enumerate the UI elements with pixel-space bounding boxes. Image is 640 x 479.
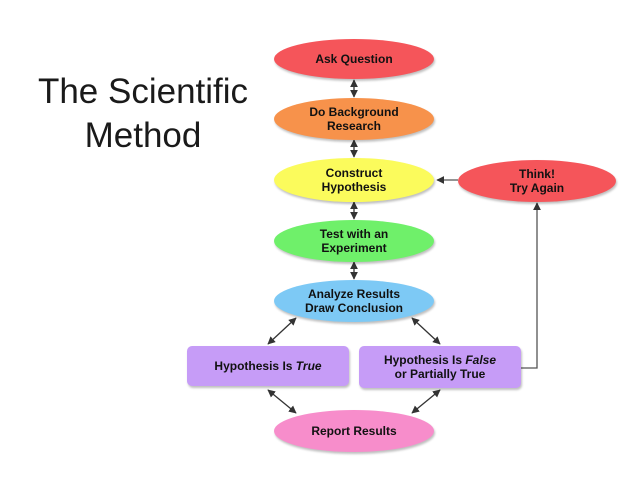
node-report-results: Report Results <box>274 410 434 452</box>
diagram-title: The Scientific Method <box>37 72 249 155</box>
arrow-analyze-to-true <box>267 317 297 345</box>
label-emphasis: True <box>295 359 322 373</box>
node-construct-hypothesis: Construct Hypothesis <box>274 158 434 202</box>
node-label: Think! Try Again <box>509 167 565 195</box>
node-ask-question: Ask Question <box>274 39 434 79</box>
node-analyze-results: Analyze Results Draw Conclusion <box>274 280 434 322</box>
node-label: Analyze Results Draw Conclusion <box>304 287 403 315</box>
label-prefix: Hypothesis Is <box>383 353 466 367</box>
node-label: Ask Question <box>315 52 393 66</box>
node-label: Report Results <box>311 424 397 438</box>
node-label: Hypothesis Is True <box>214 359 321 373</box>
label-emphasis: False <box>465 353 497 367</box>
node-test-experiment: Test with an Experiment <box>274 220 434 262</box>
label-prefix: Hypothesis Is <box>214 359 296 373</box>
node-label: Construct Hypothesis <box>321 166 387 194</box>
node-background-research: Do Background Research <box>274 98 434 140</box>
node-think-try-again: Think! Try Again <box>458 160 616 202</box>
arrow-true-to-report <box>267 389 297 414</box>
arrow-false-to-try-again <box>521 202 541 369</box>
node-hypothesis-true: Hypothesis Is True <box>187 346 349 386</box>
node-label: Do Background Research <box>309 105 399 133</box>
arrow-analyze-to-false <box>411 317 441 345</box>
node-label: Test with an Experiment <box>319 227 389 255</box>
label-suffix: or Partially True <box>394 367 486 381</box>
arrow-false-to-report <box>411 389 441 414</box>
